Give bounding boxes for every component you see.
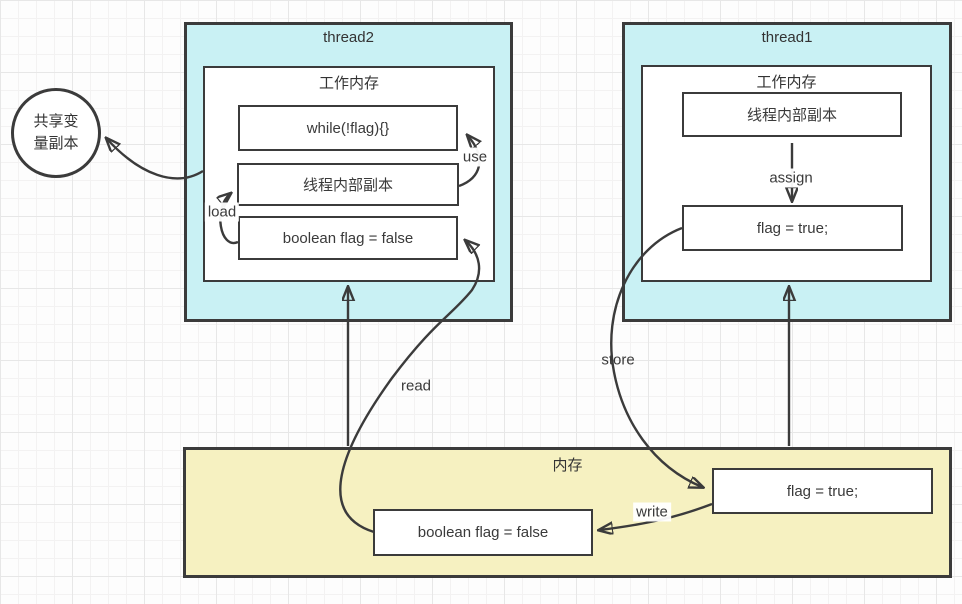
- thread1-node: thread1 工作内存 线程内部副本 flag = true;: [622, 22, 952, 322]
- thread1-flag-true-label: flag = true;: [756, 219, 829, 237]
- thread2-local-copy-node: 线程内部副本: [237, 163, 459, 206]
- load-edge-label: load: [204, 202, 240, 222]
- assign-edge-label: assign: [766, 168, 816, 188]
- thread2-while-flag-label: while(!flag){}: [306, 119, 390, 137]
- thread1-local-copy-node: 线程内部副本: [682, 92, 902, 137]
- main-memory-label: 内存: [552, 457, 583, 474]
- main-memory-node: 内存 boolean flag = false flag = true;: [183, 447, 952, 578]
- memory-flag-true-label: flag = true;: [786, 482, 859, 500]
- thread2-node: thread2 工作内存 while(!flag){} 线程内部副本 boole…: [184, 22, 513, 322]
- memory-flag-true-node: flag = true;: [712, 468, 933, 514]
- thread1-working-memory-node: 工作内存 线程内部副本 flag = true;: [641, 65, 932, 282]
- thread2-working-memory-node: 工作内存 while(!flag){} 线程内部副本 boolean flag …: [203, 66, 495, 282]
- write-edge-label: write: [633, 502, 671, 522]
- thread1-flag-true-node: flag = true;: [682, 205, 903, 251]
- thread2-flag-false-label: boolean flag = false: [282, 229, 414, 247]
- thread2-working-memory-label: 工作内存: [318, 75, 379, 92]
- thread1-local-copy-label: 线程内部副本: [746, 107, 837, 124]
- shared-variable-copy-label: 共享变量副本: [33, 113, 79, 152]
- shared-variable-copy-node: 共享变量副本: [11, 88, 101, 178]
- thread2-flag-false-node: boolean flag = false: [238, 216, 458, 260]
- thread2-title: thread2: [323, 29, 374, 46]
- memory-flag-false-node: boolean flag = false: [373, 509, 593, 556]
- use-edge-label: use: [459, 147, 491, 167]
- read-edge-label: read: [400, 377, 432, 395]
- memory-flag-false-label: boolean flag = false: [417, 524, 549, 541]
- thread2-while-flag-node: while(!flag){}: [238, 105, 458, 151]
- store-edge-label: store: [601, 351, 635, 369]
- thread2-local-copy-label: 线程内部副本: [302, 177, 393, 194]
- thread1-working-memory-label: 工作内存: [756, 74, 817, 91]
- thread1-title: thread1: [761, 29, 813, 46]
